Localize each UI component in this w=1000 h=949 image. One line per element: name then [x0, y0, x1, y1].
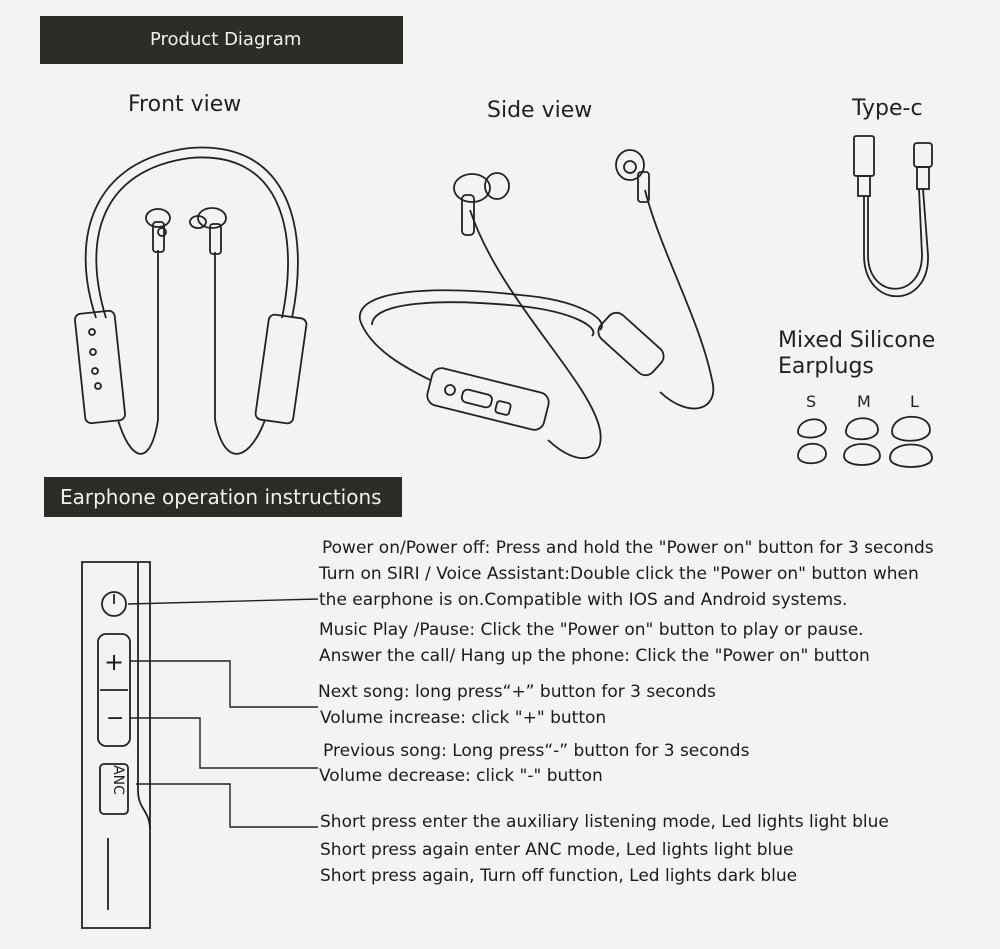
anc-button-label: ANC: [109, 765, 126, 795]
power-instruction-2: Turn on SIRI / Voice Assistant:Double cl…: [319, 564, 919, 584]
size-m-label: M: [857, 392, 871, 411]
power-instruction-3: the earphone is on.Compatible with IOS a…: [319, 590, 848, 610]
power-instruction-4: Music Play /Pause: Click the "Power on" …: [319, 620, 864, 640]
size-l-label: L: [910, 392, 919, 411]
power-instruction-1: Power on/Power off: Press and hold the "…: [322, 538, 934, 558]
side-view-illustration: [359, 149, 715, 459]
plus-button-symbol: +: [104, 648, 125, 676]
product-diagram-banner: Product Diagram: [40, 16, 403, 64]
earplugs-illustration: [797, 415, 933, 468]
type-c-cable-illustration: [853, 135, 933, 298]
minus-instruction-1: Previous song: Long press“-” button for …: [323, 741, 750, 761]
minus-button-symbol: −: [106, 706, 125, 731]
anc-instruction-1: Short press enter the auxiliary listenin…: [320, 812, 889, 832]
front-view-label: Front view: [128, 92, 242, 117]
power-instruction-5: Answer the call/ Hang up the phone: Clic…: [319, 646, 870, 666]
earplugs-label-line1: Mixed Silicone: [778, 328, 936, 353]
minus-instruction-2: Volume decrease: click "-" button: [319, 766, 603, 786]
leader-lines: [127, 598, 319, 828]
earplugs-label-line2: Earplugs: [778, 354, 874, 379]
side-view-label: Side view: [487, 98, 593, 123]
remote-control-illustration: [81, 561, 151, 929]
anc-instruction-3: Short press again, Turn off function, Le…: [320, 866, 798, 886]
plus-instruction-2: Volume increase: click "+" button: [320, 708, 607, 728]
type-c-label: Type-c: [852, 96, 923, 121]
plus-instruction-1: Next song: long press“+” button for 3 se…: [318, 682, 716, 702]
front-view-illustration: [74, 146, 308, 455]
operation-instructions-banner: Earphone operation instructions: [44, 477, 402, 517]
anc-instruction-2: Short press again enter ANC mode, Led li…: [320, 840, 794, 860]
size-s-label: S: [806, 392, 817, 411]
